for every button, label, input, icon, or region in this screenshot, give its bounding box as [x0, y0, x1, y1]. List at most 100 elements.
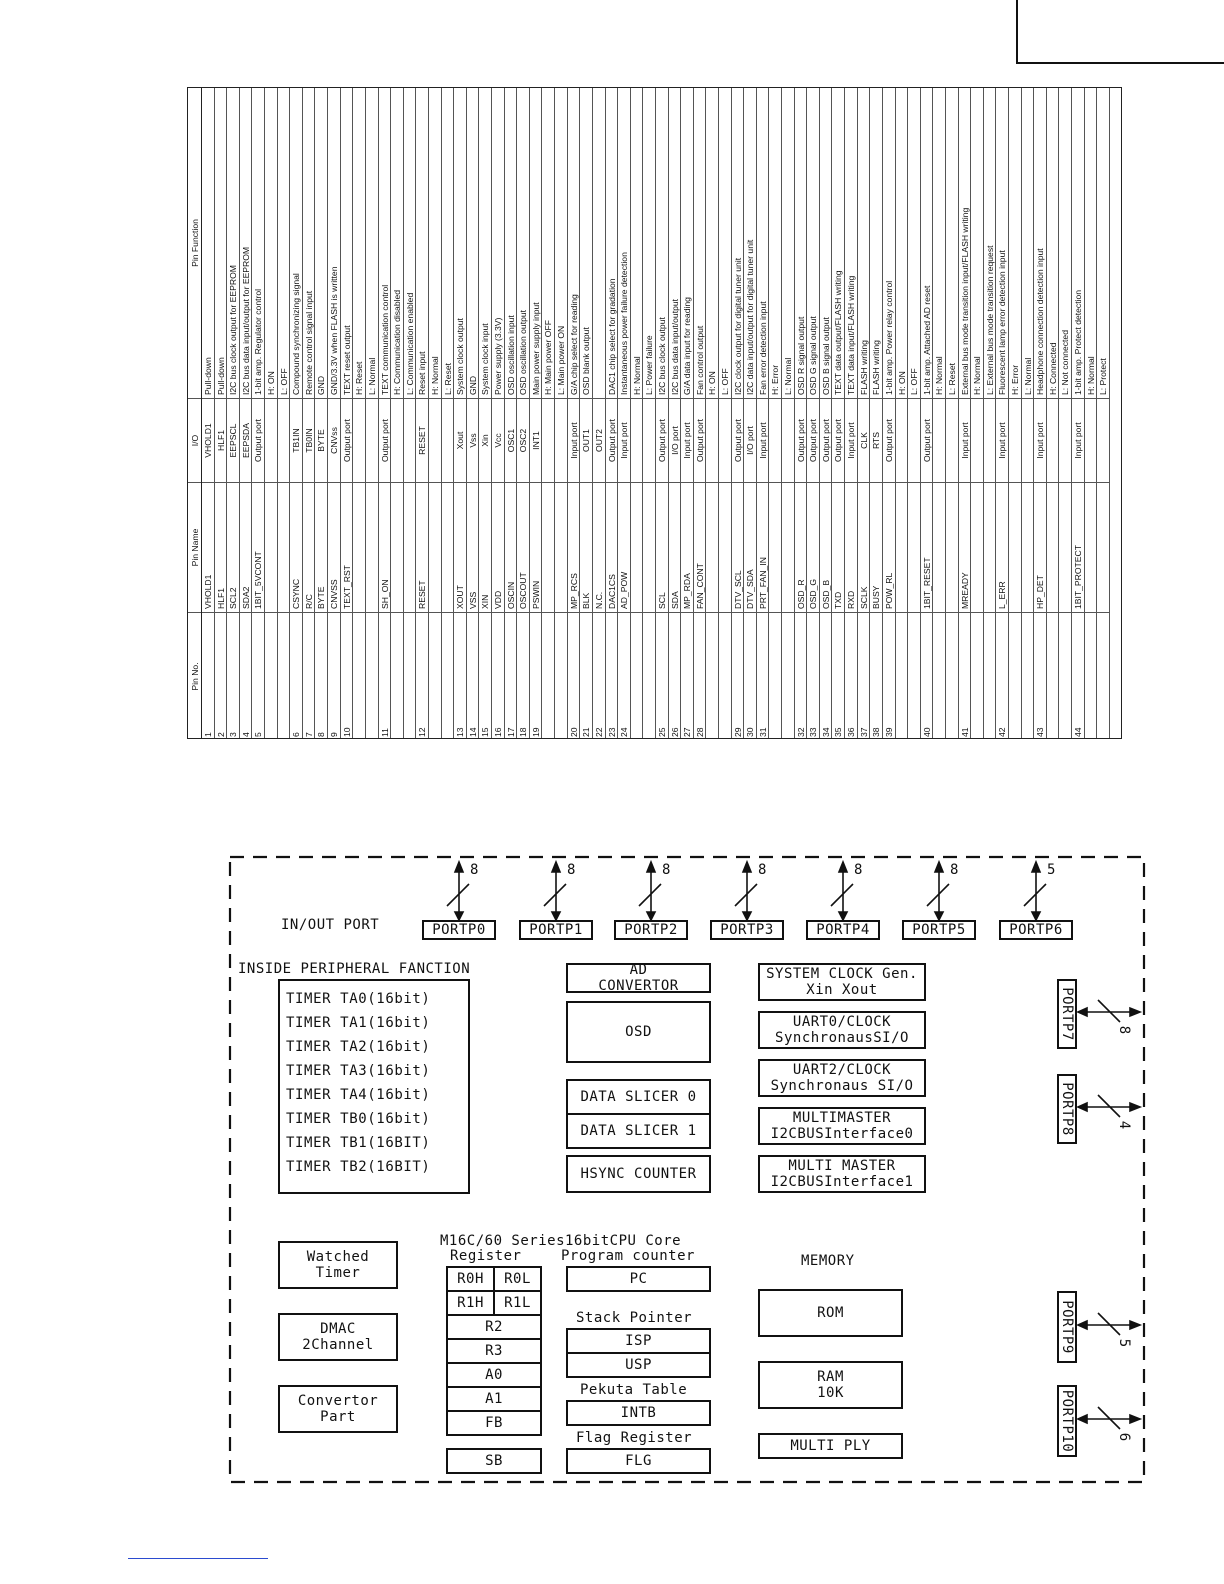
- pin-no-cell: [983, 612, 996, 738]
- i2c-interface0-box: MULTIMASTER I2CBUSInterface0: [758, 1107, 926, 1145]
- table-row: H: Normal: [971, 88, 984, 738]
- io-cell: [769, 398, 782, 482]
- port-bit-count: 8: [470, 862, 479, 878]
- pin-name-cell: [542, 482, 555, 612]
- r0h-label: R0H: [457, 1271, 484, 1287]
- pin-function-cell: System clock input: [480, 323, 491, 395]
- pin-name-cell: DTV_SDA: [744, 482, 756, 612]
- flg-box: FLG: [566, 1448, 711, 1474]
- pin-name-cell: [1097, 482, 1109, 612]
- ram-box: RAM 10K: [758, 1361, 903, 1409]
- pin-name-cell: RESET: [416, 482, 428, 612]
- pin-name-cell: BYTE: [315, 482, 328, 612]
- pin-function-cell: OSD G signal output: [808, 316, 819, 395]
- arrow-head-up: [1030, 859, 1042, 873]
- io-cell: Output port: [920, 398, 933, 482]
- pin-name-cell: [933, 482, 945, 612]
- register-r2: R2: [446, 1314, 542, 1340]
- part-label: Part: [320, 1409, 356, 1425]
- data-slicer-0-label: DATA SLICER 0: [580, 1089, 697, 1105]
- timer-ta3: TIMER TA3(16bit): [286, 1063, 431, 1079]
- pin-no-cell: [403, 612, 416, 738]
- pin-name-cell: [265, 482, 277, 612]
- register-r0h: R0H: [446, 1266, 495, 1292]
- pin-no-cell: 8: [315, 612, 328, 738]
- table-row: L: Main power ON: [555, 88, 568, 738]
- bus-width-slash: [1097, 1312, 1121, 1336]
- arrow-head-down: [933, 911, 945, 922]
- io-cell: [403, 398, 416, 482]
- usp-box: USP: [566, 1352, 711, 1378]
- pin-name-cell: PSWIN: [529, 482, 542, 612]
- pin-name-cell: CSYNC: [290, 482, 302, 612]
- pin-name-cell: [983, 482, 996, 612]
- pin-function-cell: GND: [316, 375, 327, 395]
- io-cell: Vss: [466, 398, 479, 482]
- pin-function-cell: L: Not connected: [1060, 330, 1071, 395]
- io-cell: [706, 398, 718, 482]
- bus-width-slash: [638, 883, 662, 907]
- hsync-counter-label: HSYNC COUNTER: [580, 1166, 697, 1182]
- io-cell: Input port: [567, 398, 580, 482]
- register-sb: SB: [446, 1448, 542, 1474]
- convertor-part-box: Convertor Part: [278, 1385, 398, 1433]
- pin-function-cell: Fan control output: [694, 325, 705, 395]
- rom-label: ROM: [817, 1305, 844, 1321]
- pin-function-cell: L: Protect: [1098, 358, 1109, 395]
- io-cell: [782, 398, 794, 482]
- io-cell: Input port: [756, 398, 769, 482]
- table-row: H: Normal: [630, 88, 644, 738]
- pin-no-cell: [895, 612, 908, 738]
- port-box-portp3: PORTP3: [710, 920, 784, 940]
- pin-name-cell: POW_RL: [882, 482, 895, 612]
- pin-no-cell: [1021, 612, 1034, 738]
- port-box-portp7: PORTP7: [1057, 979, 1077, 1049]
- pin-no-cell: 36: [845, 612, 857, 738]
- timer-label: Timer: [315, 1265, 361, 1281]
- header-pin-no: Pin No.: [188, 612, 201, 738]
- pin-function-cell: L: OFF: [909, 368, 920, 395]
- pin-name-cell: [555, 482, 567, 612]
- i2c-interface0-label: I2CBUSInterface0: [770, 1126, 914, 1142]
- pin-name-cell: [630, 482, 643, 612]
- pin-no-cell: 34: [819, 612, 832, 738]
- pin-name-cell: CNVSS: [328, 482, 340, 612]
- pin-no-cell: 10: [340, 612, 353, 738]
- arrow-head-down: [550, 911, 562, 922]
- pin-function-cell: L: Normal: [1022, 357, 1033, 395]
- io-cell: TB0IN: [302, 398, 315, 482]
- pin-name-cell: [908, 482, 920, 612]
- bus-width-slash: [1097, 1094, 1121, 1118]
- io-cell: [353, 398, 365, 482]
- system-clock-box: SYSTEM CLOCK Gen. Xin Xout: [758, 963, 926, 1001]
- io-cell: [1009, 398, 1021, 482]
- pin-no-cell: 37: [857, 612, 870, 738]
- pin-function-cell: L: OFF: [278, 368, 289, 395]
- table-row: L: Normal: [782, 88, 795, 738]
- pin-name-cell: AD_POW: [618, 482, 630, 612]
- pin-no-cell: [933, 612, 945, 738]
- pin-function-cell: OSD oscillation input: [505, 315, 516, 395]
- pin-name-cell: [353, 482, 365, 612]
- pin-name-cell: TXD: [832, 482, 845, 612]
- data-slicer-1-box: DATA SLICER 1: [566, 1113, 711, 1149]
- pin-no-cell: 24: [618, 612, 630, 738]
- io-cell: Output port: [731, 398, 744, 482]
- io-cell: [971, 398, 983, 482]
- pin-no-cell: [1097, 612, 1109, 738]
- pin-function-cell: I2C bus clock output: [656, 317, 667, 395]
- data-slicer-1-label: DATA SLICER 1: [580, 1123, 697, 1139]
- pin-name-cell: SCL2: [227, 482, 239, 612]
- bus-width-slash: [1097, 1406, 1121, 1430]
- pin-no-cell: [769, 612, 782, 738]
- io-cell: Output port: [819, 398, 832, 482]
- pin-no-cell: [277, 612, 290, 738]
- pin-name-cell: VSS: [466, 482, 479, 612]
